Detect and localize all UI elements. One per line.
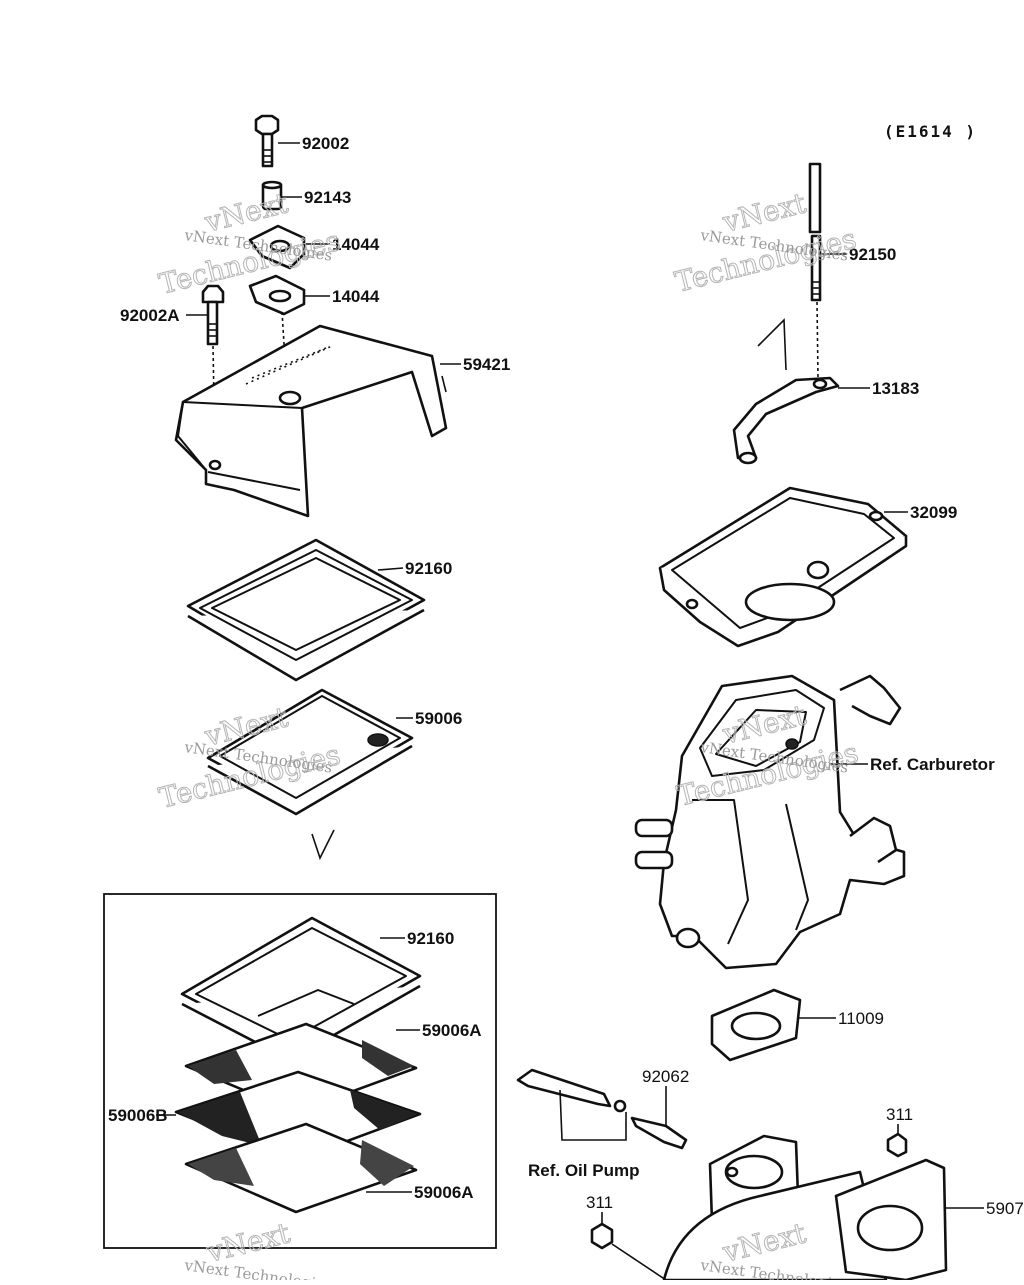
screen-59006A-lower-part — [184, 1122, 418, 1214]
label-59006B: 59006B — [108, 1106, 168, 1125]
bolt-92002A-part — [201, 284, 225, 346]
arrow-mark-right — [757, 318, 787, 371]
oil-pump-bracket-line — [559, 1089, 627, 1141]
label-32099: 32099 — [910, 503, 957, 522]
label-311-right: 311 — [886, 1105, 913, 1124]
label-59421: 59421 — [463, 355, 510, 374]
label-92002A: 92002A — [120, 306, 180, 325]
manifold-part — [662, 1134, 948, 1282]
clip-14044-lower-part — [248, 274, 306, 316]
oil-hose-part — [516, 1068, 627, 1113]
nut-311-left-part — [590, 1222, 614, 1250]
label-ref-carburetor: Ref. Carburetor — [870, 755, 995, 774]
label-92160-kit: 92160 — [407, 929, 454, 948]
bracket-13183-part — [732, 376, 840, 465]
label-14044-lower: 14044 — [332, 287, 380, 306]
label-ref-oil-pump: Ref. Oil Pump — [528, 1161, 639, 1180]
nut-311-right-part — [886, 1132, 908, 1158]
label-59006: 59006 — [415, 709, 462, 728]
label-14044-upper: 14044 — [332, 235, 380, 254]
watermark-top-right: vNext Technologies vNext Technologies — [671, 186, 860, 300]
filter-kit-box — [103, 893, 497, 1249]
collar-92143-part — [261, 180, 283, 211]
stud-92150-part — [808, 162, 822, 302]
clip-14044-upper-part — [248, 224, 306, 270]
svg-text:vNext Technologies: vNext Technologies — [182, 1256, 333, 1280]
label-13183: 13183 — [872, 379, 919, 398]
label-92150: 92150 — [849, 245, 896, 264]
nipple-92062-part — [630, 1116, 688, 1150]
screen-59006B-part — [174, 1070, 422, 1162]
label-5907: 5907 — [986, 1199, 1024, 1218]
gasket-92160-part — [186, 538, 426, 682]
gasket-11009-part — [710, 988, 802, 1062]
cover-59421-part — [174, 324, 448, 518]
label-92002: 92002 — [302, 134, 349, 153]
label-11009: 11009 — [838, 1009, 884, 1028]
carburetor-part — [634, 674, 906, 970]
label-59006A-lower: 59006A — [414, 1183, 474, 1202]
label-92160-upper: 92160 — [405, 559, 452, 578]
label-311-left: 311 — [586, 1193, 613, 1212]
label-59006A-upper: 59006A — [422, 1021, 482, 1040]
filter-59006-part — [206, 688, 414, 816]
bolt-92002-part — [254, 114, 280, 168]
label-92143: 92143 — [304, 188, 351, 207]
diagram-code: (E1614 ) — [884, 122, 977, 141]
label-92062: 92062 — [642, 1067, 689, 1086]
arrow-mark — [311, 829, 335, 861]
case-32099-part — [658, 486, 908, 648]
